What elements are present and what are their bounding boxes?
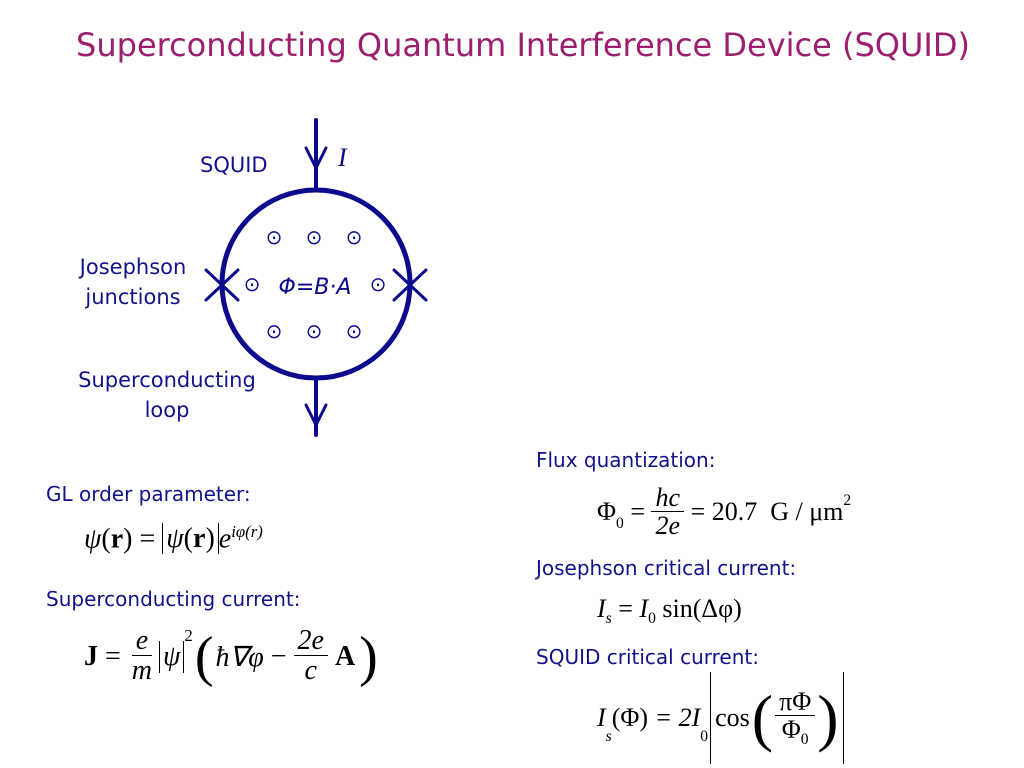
loop-label: Superconducting loop — [78, 368, 256, 422]
gl-equation: ψ(r) = ψ(r)eiφ(r) — [84, 522, 263, 555]
field-dot: ⊙ — [266, 225, 283, 249]
flux-heading: Flux quantization: — [536, 448, 716, 472]
field-dot: ⊙ — [346, 319, 363, 343]
junctions-label: Josephson junctions — [79, 255, 187, 309]
squid-label: SQUID — [200, 153, 268, 177]
josephson-junction-right — [392, 268, 428, 302]
current-arrow-top — [304, 146, 328, 172]
squid-diagram: ⊙ ⊙ ⊙ ⊙ ⊙ ⊙ ⊙ ⊙ Φ=B·A I — [204, 118, 428, 437]
field-dot: ⊙ — [244, 272, 261, 296]
field-dot: ⊙ — [370, 272, 387, 296]
field-dot: ⊙ — [306, 225, 323, 249]
josephson-junction-left — [204, 268, 240, 302]
flux-label: Φ=B·A — [279, 275, 352, 300]
field-dot: ⊙ — [266, 319, 283, 343]
josephson-equation: Is = I0 sin(Δφ) — [597, 594, 742, 628]
current-arrow-bottom — [304, 403, 328, 429]
field-dot: ⊙ — [306, 319, 323, 343]
current-label: I — [337, 143, 348, 172]
josephson-heading: Josephson critical current: — [536, 556, 797, 580]
page-title: Superconducting Quantum Interference Dev… — [76, 26, 970, 64]
squid-heading: SQUID critical current: — [536, 645, 759, 669]
current-heading: Superconducting current: — [46, 587, 301, 611]
gl-heading: GL order parameter: — [46, 482, 251, 506]
field-dot: ⊙ — [346, 225, 363, 249]
